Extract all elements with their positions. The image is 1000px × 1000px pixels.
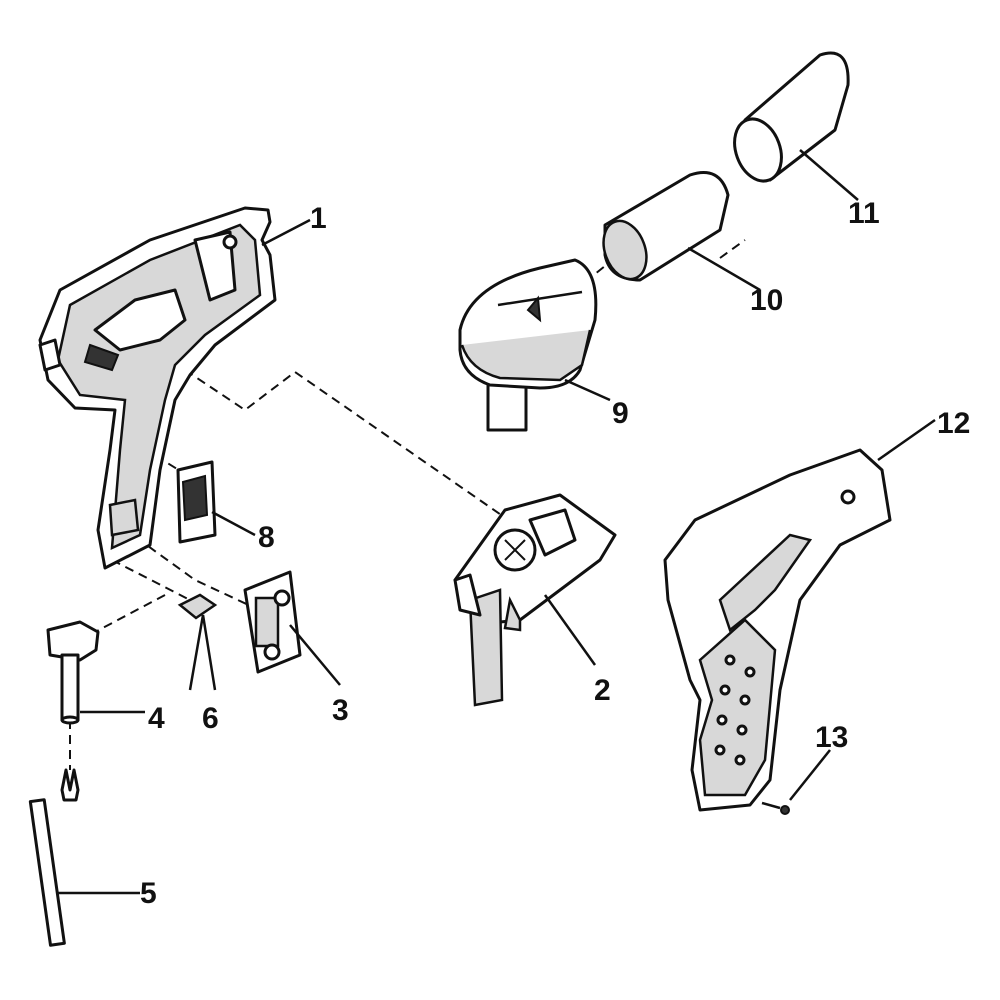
callout-11: 11: [848, 197, 880, 230]
callout-6: 6: [202, 702, 219, 735]
callout-13: 13: [815, 721, 848, 754]
callout-1: 1: [310, 202, 327, 235]
part-11-cylinder: [733, 51, 850, 183]
part-8-switch-cover: [176, 460, 217, 544]
callout-8: 8: [258, 521, 275, 554]
part-3-switch-board: [243, 570, 302, 674]
leader-lines: [56, 149, 936, 895]
part-10-cylinder: [602, 171, 730, 282]
callout-2: 2: [594, 674, 611, 707]
callout-9: 9: [612, 397, 629, 430]
callout-12: 12: [937, 407, 970, 440]
part-12-housing-right: [663, 448, 892, 812]
callout-5: 5: [140, 877, 157, 910]
part-9-nozzle-base: [458, 258, 598, 432]
part-6-clip: [177, 593, 218, 620]
part-2-control-module: [453, 493, 617, 707]
part-5-probe-rod: [28, 768, 80, 947]
callout-3: 3: [332, 694, 349, 727]
callout-labels: 1 2 3 4 5 6 8 9 10 11 12 13: [140, 197, 970, 910]
callout-10: 10: [750, 284, 783, 317]
part-1-housing-left: [38, 206, 277, 570]
grip-dots: [714, 654, 756, 766]
callout-4: 4: [148, 702, 165, 735]
part-4-tube: [46, 620, 100, 725]
part-13-screw: [761, 801, 790, 815]
